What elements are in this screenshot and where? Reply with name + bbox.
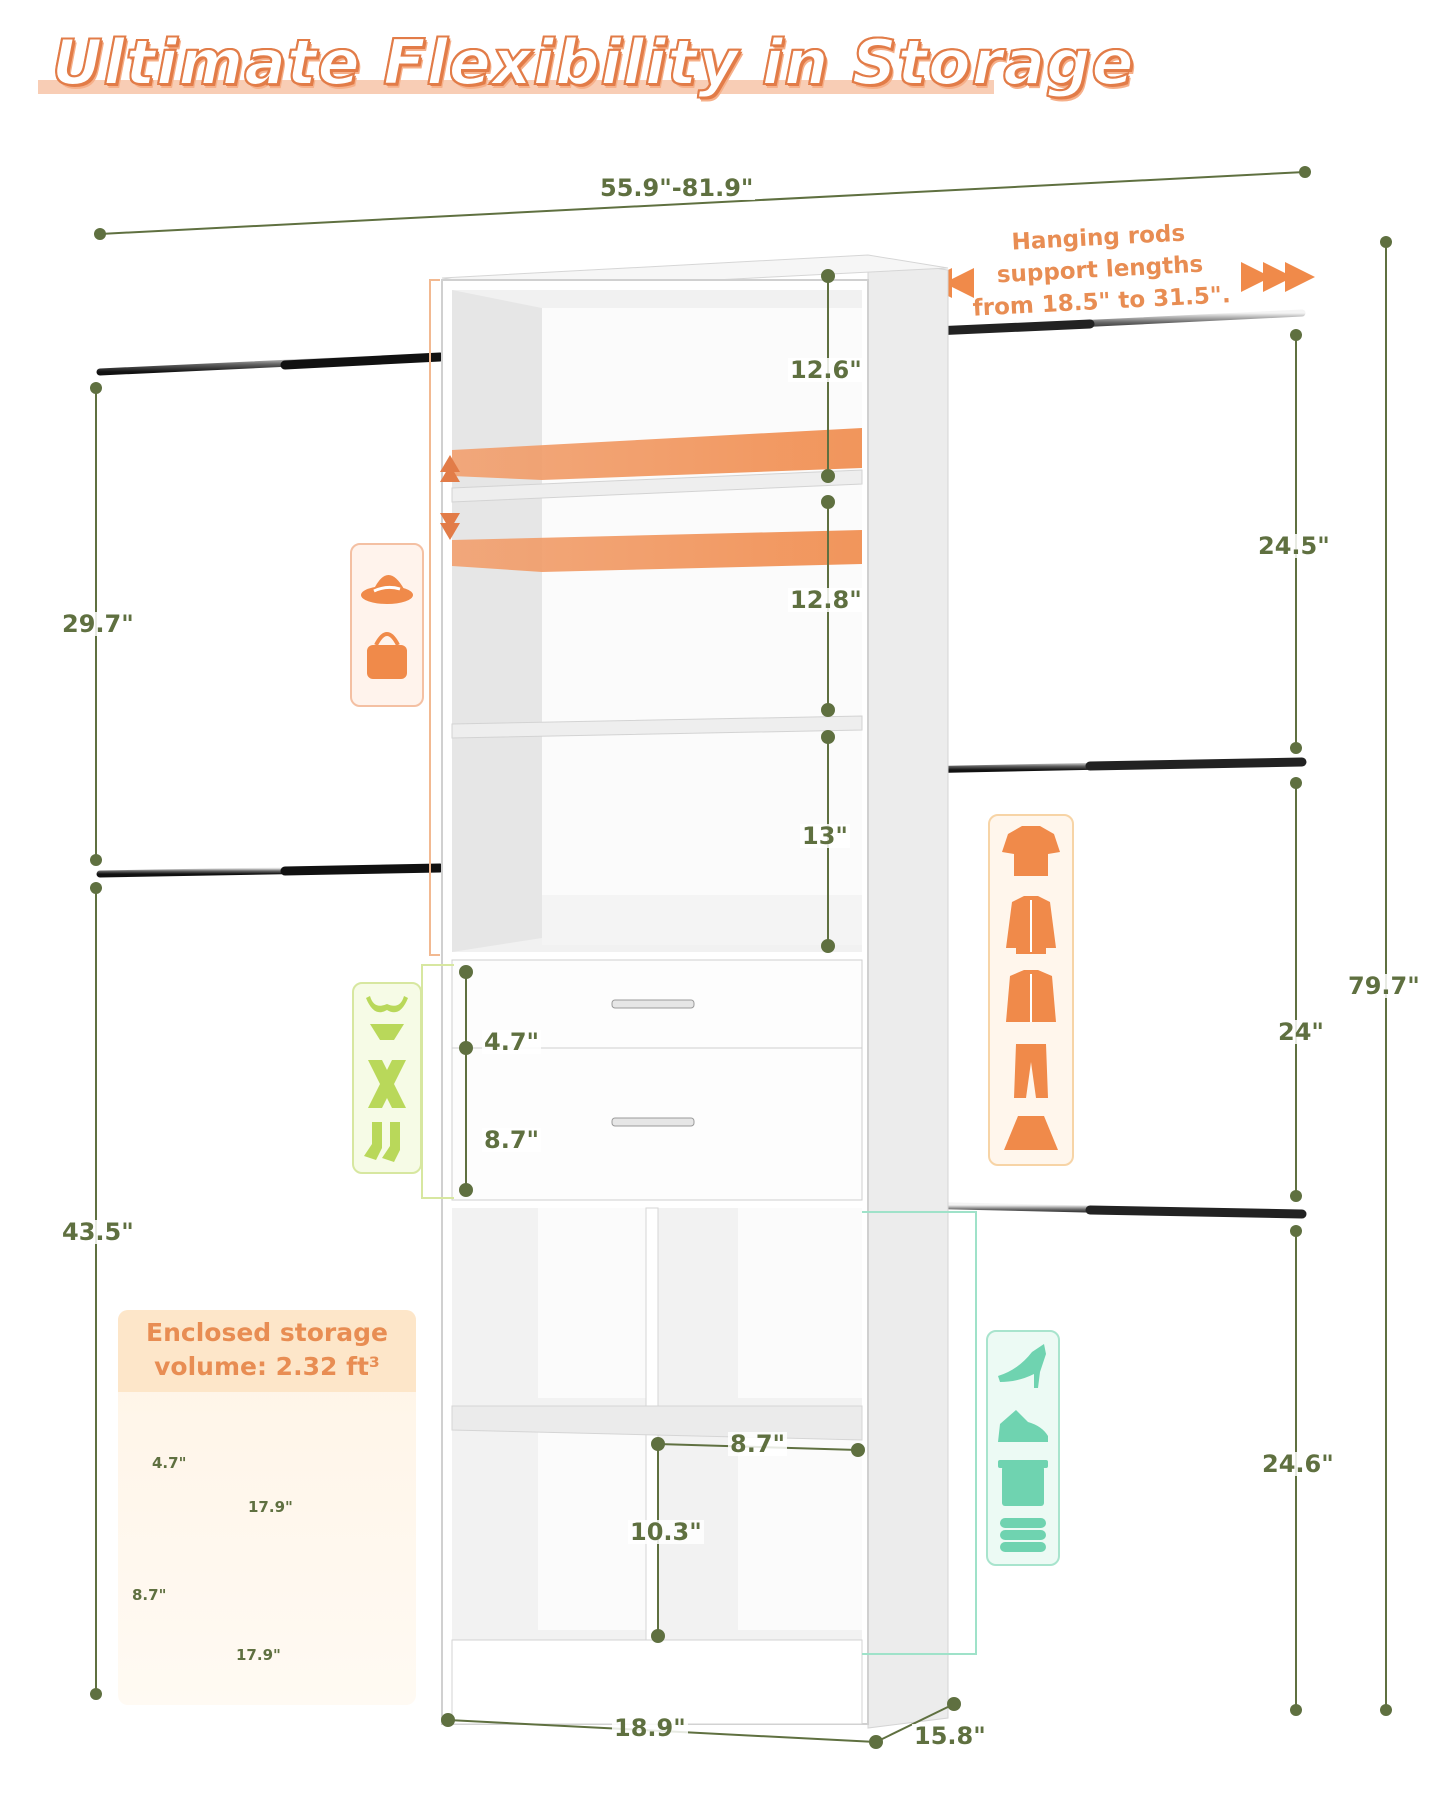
basket-icon xyxy=(998,1460,1048,1506)
scarf-icon xyxy=(368,1060,406,1108)
right-bottom-label: 24.6" xyxy=(1260,1450,1336,1478)
hanging-clothes-icon-box xyxy=(988,814,1074,1166)
overall-width-line xyxy=(94,166,1311,240)
callout-drawer1-width: 17.9" xyxy=(248,1498,293,1516)
pants-icon xyxy=(1014,1044,1048,1098)
right-top-label: 24.5" xyxy=(1256,532,1332,560)
drawer-bottom-label: 8.7" xyxy=(482,1126,542,1154)
drawer-top-label: 4.7" xyxy=(482,1028,542,1056)
wardrobe-body xyxy=(440,254,949,1729)
heel-icon xyxy=(998,1344,1046,1388)
overall-width-label: 55.9"-81.9" xyxy=(598,174,756,202)
shoe-icon xyxy=(998,1410,1048,1442)
lingerie-icon xyxy=(366,996,408,1040)
section-brackets xyxy=(421,279,977,1655)
right-hanging-rods xyxy=(907,309,1307,1219)
left-hanging-rods xyxy=(96,352,445,878)
right-mid-label: 24" xyxy=(1276,1018,1326,1046)
enclosed-storage-callout: Enclosed storage volume: 2.32 ft³ xyxy=(118,1310,416,1705)
callout-drawer2-height: 8.7" xyxy=(132,1586,167,1604)
overall-height-label: 79.7" xyxy=(1346,972,1422,1000)
left-rod-spacing-lines xyxy=(90,382,102,1700)
cube-width-label: 8.7" xyxy=(728,1430,788,1458)
hanging-rod-note: Hanging rods support lengths from 18.5" … xyxy=(958,215,1243,326)
socks-icon xyxy=(364,1122,400,1162)
underwear-icon-box xyxy=(352,982,422,1174)
handbag-icon xyxy=(367,632,407,679)
depth-label: 15.8" xyxy=(912,1722,988,1750)
shelf-1-label: 12.6" xyxy=(788,356,864,384)
left-lower-label: 43.5" xyxy=(60,1218,136,1246)
callout-heading: Enclosed storage volume: 2.32 ft³ xyxy=(118,1310,416,1392)
title-underline xyxy=(38,80,994,94)
accessories-icon-box xyxy=(350,543,424,707)
jacket-icon xyxy=(1006,970,1056,1022)
hat-icon xyxy=(361,574,413,604)
shelf-3-label: 13" xyxy=(800,822,850,850)
shelf-2-label: 12.8" xyxy=(788,586,864,614)
callout-drawer1-height: 4.7" xyxy=(152,1454,187,1472)
callout-drawer2-width: 17.9" xyxy=(236,1646,281,1664)
right-arrows xyxy=(1241,262,1315,292)
skirt-icon xyxy=(1004,1116,1058,1150)
callout-line-2: volume: 2.32 ft³ xyxy=(154,1352,380,1381)
callout-line-1: Enclosed storage xyxy=(146,1318,388,1347)
base-width-label: 18.9" xyxy=(612,1714,688,1742)
footwear-icon-box xyxy=(986,1330,1060,1566)
folded-towels-icon xyxy=(1000,1518,1046,1552)
page-title: Ultimate Flexibility in Storage xyxy=(51,25,1135,100)
cube-height-label: 10.3" xyxy=(628,1518,704,1546)
shirt-icon xyxy=(1006,896,1056,954)
left-upper-label: 29.7" xyxy=(60,610,136,638)
tshirt-icon xyxy=(1002,826,1060,876)
